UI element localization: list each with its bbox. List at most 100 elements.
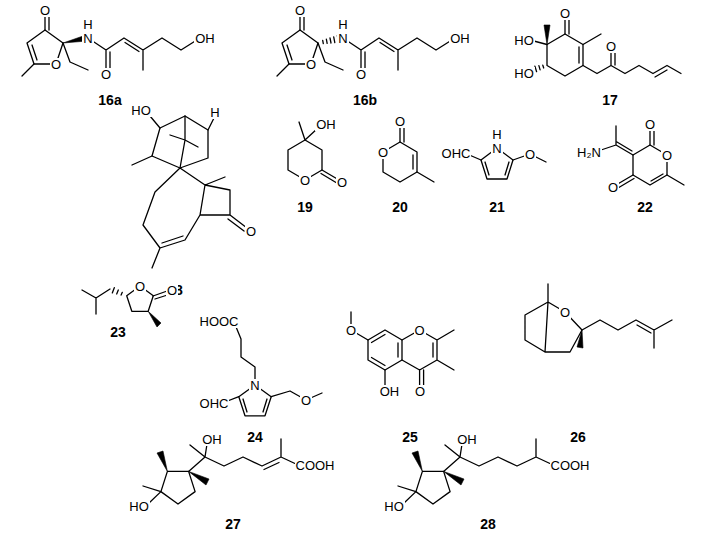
bond (547, 34, 583, 76)
atom-label: HO (513, 67, 535, 80)
bond (351, 312, 454, 388)
atom-label: HO (383, 500, 405, 513)
structure-19 (288, 122, 339, 183)
atom-label: O (299, 174, 311, 187)
structure-17 (530, 16, 681, 77)
atom-label: N (337, 32, 348, 45)
bond (152, 116, 208, 168)
atom-label: H₂N (576, 146, 602, 159)
atom-label: H (82, 18, 93, 31)
bond (225, 322, 322, 412)
atom-label: O (355, 68, 367, 81)
bond (400, 124, 434, 182)
compound-number: 22 (636, 200, 654, 214)
atom-label: O (50, 58, 62, 71)
atom-label: N (491, 142, 502, 155)
atom-label: OH (201, 433, 223, 446)
atom-label: O (345, 324, 357, 337)
structure-20 (383, 124, 434, 182)
structure-22 (598, 126, 684, 188)
atom-label: O (559, 7, 571, 20)
bond (368, 330, 402, 370)
atom-label: N (249, 379, 260, 392)
wedge-bond (577, 330, 583, 348)
atom-label: O (607, 181, 619, 194)
structure-26 (525, 284, 672, 352)
atom-label: O (305, 58, 317, 71)
hashed-bond (112, 288, 122, 295)
compound-number: 24 (246, 430, 264, 444)
compound-number: 17 (601, 93, 619, 107)
atom-label: H (337, 18, 348, 31)
atom-label: O (100, 68, 112, 81)
atom-label: O (166, 284, 178, 297)
wedge-bond (444, 471, 464, 485)
hashed-bond (323, 36, 339, 44)
structure-21 (467, 148, 546, 179)
bond (277, 12, 455, 76)
bond (525, 284, 672, 352)
atom-label: O (39, 4, 51, 17)
atom-label: OH (194, 32, 216, 45)
bond (416, 471, 450, 504)
structure-27 (143, 439, 296, 504)
bond (22, 12, 200, 76)
wedge-bond (157, 451, 167, 471)
compound-number: 27 (224, 517, 242, 531)
structure-16a (22, 12, 200, 76)
wedge-bond (412, 451, 422, 471)
atom-label: HOOC (199, 315, 240, 328)
wedge-bond (189, 471, 209, 485)
atom-label: O (294, 4, 306, 17)
compound-number: 21 (488, 200, 506, 214)
atom-label: O (134, 280, 146, 293)
structure-24 (225, 322, 322, 416)
compound-number: 23 (109, 325, 127, 339)
compound-number: 19 (296, 200, 314, 214)
atom-label: OH (456, 433, 478, 446)
atom-label: H (491, 128, 502, 141)
atom-label: H (209, 106, 220, 119)
atom-label: OH (379, 385, 401, 398)
bond (398, 439, 551, 504)
atom-label: COOH (295, 459, 336, 472)
atom-label: O (644, 118, 656, 131)
structure-25 (351, 312, 454, 388)
atom-label: O (336, 176, 348, 189)
atom-label: O (300, 394, 312, 407)
bond (161, 471, 195, 504)
bond (82, 289, 170, 314)
atom-label: O (661, 149, 673, 162)
compound-number: 28 (479, 517, 497, 531)
atom-label: HO (130, 104, 152, 117)
bond (132, 116, 247, 268)
atom-label: O (559, 306, 571, 319)
atom-label: O (414, 324, 426, 337)
structure-18 (132, 116, 247, 268)
compound-number: 16b (352, 93, 378, 107)
bond (598, 126, 684, 188)
atom-label: N (82, 32, 93, 45)
atom-label: O (605, 40, 617, 53)
structure-16b (277, 12, 455, 76)
atom-label: O (377, 146, 389, 159)
atom-label: O (524, 148, 536, 161)
atom-label: OHC (199, 397, 230, 410)
atom-label: OHC (441, 147, 472, 160)
structure-23 (82, 286, 170, 327)
wedge-bond (148, 311, 161, 327)
atom-label: OH (315, 118, 337, 131)
bond (530, 16, 681, 77)
compound-number: 25 (401, 430, 419, 444)
compound-number: 20 (391, 200, 409, 214)
atom-label: OH (449, 32, 471, 45)
compound-number: 16a (97, 93, 122, 107)
atom-label: O (394, 115, 406, 128)
atom-label: HO (128, 500, 150, 513)
atom-label: O (245, 225, 257, 238)
bond (143, 439, 296, 504)
atom-label: COOH (550, 459, 591, 472)
